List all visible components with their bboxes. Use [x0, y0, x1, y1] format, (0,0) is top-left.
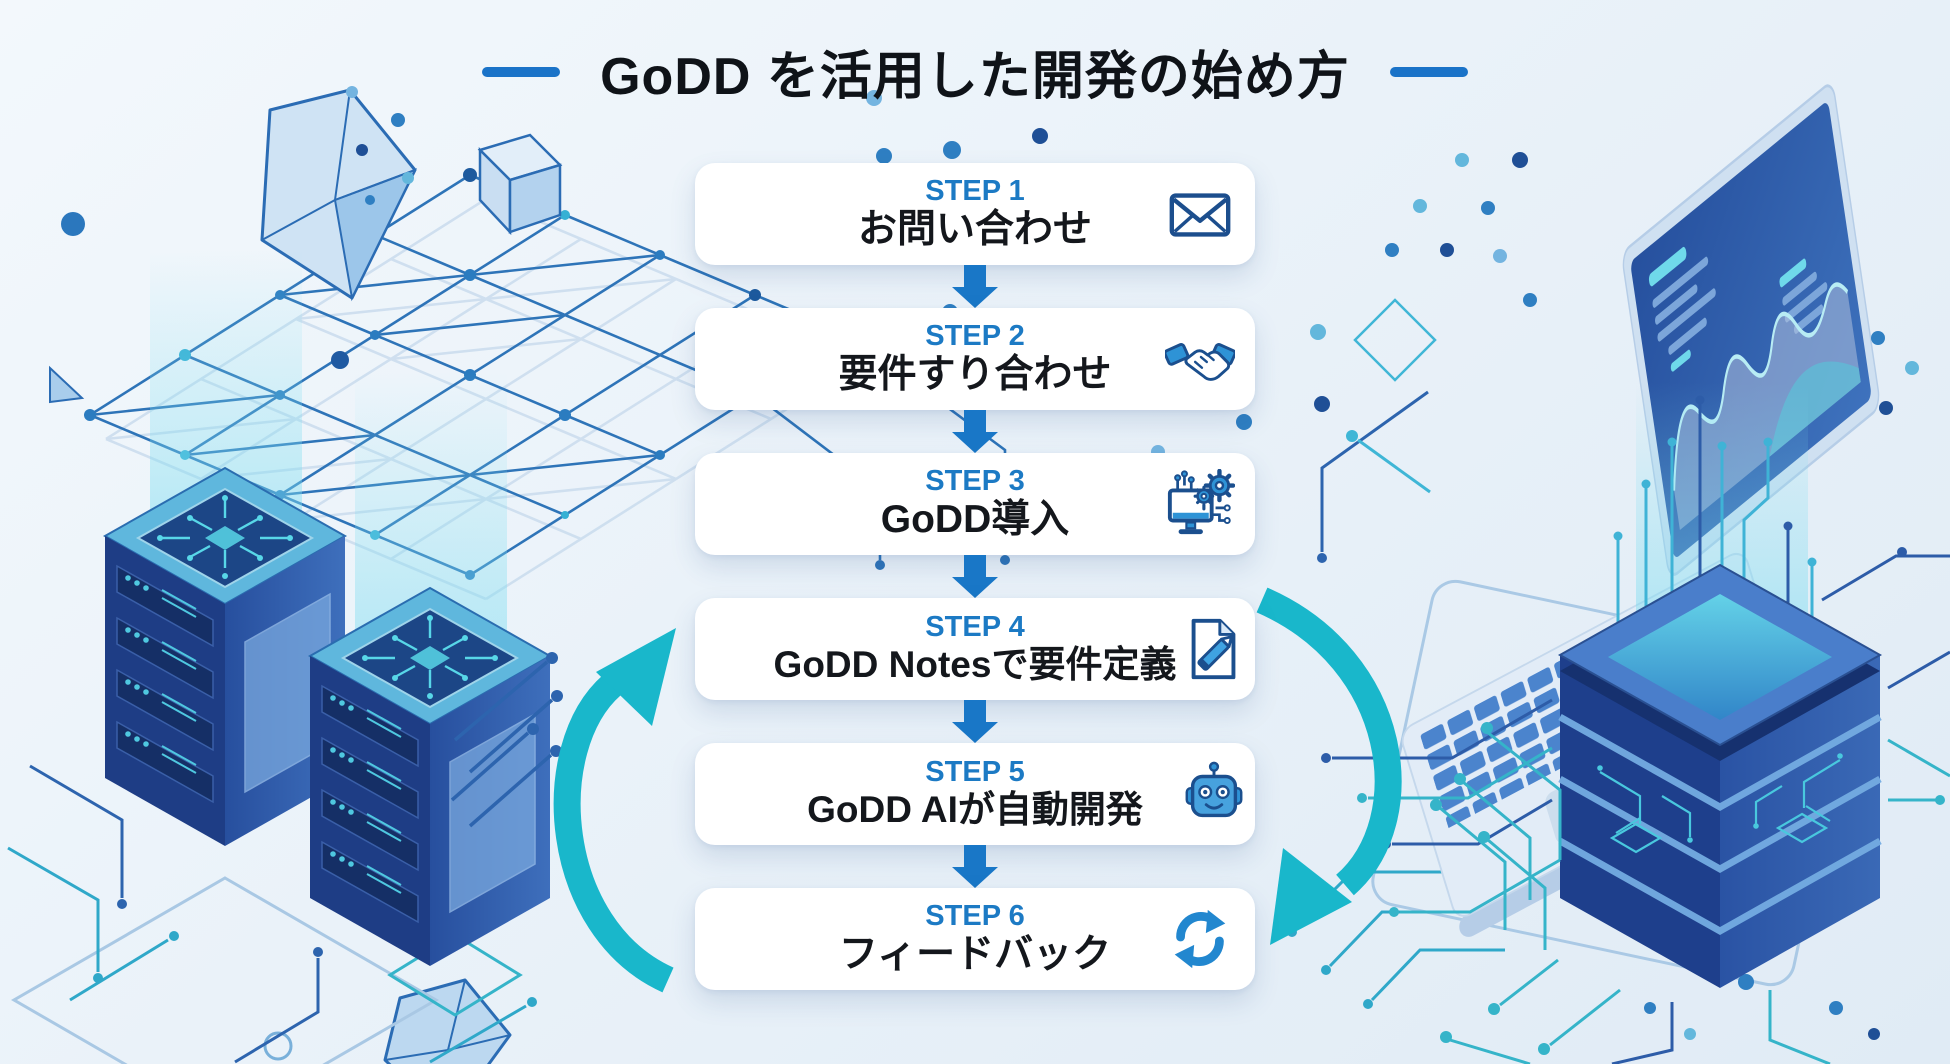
database-stack-illustration [1321, 382, 1950, 1064]
page-title: GoDD を活用した開発の始め方 [600, 48, 1350, 106]
step-card-4: STEP 4 GoDD Notesで要件定義 [695, 598, 1255, 700]
step-card-3: STEP 3 GoDD導入 [695, 453, 1255, 555]
step-title: 要件すり合わせ [838, 353, 1112, 397]
envelope-icon [1165, 179, 1235, 249]
step-label: STEP 6 [925, 899, 1025, 932]
handshake-icon [1163, 324, 1237, 394]
loop-arrowhead-right [1270, 848, 1352, 945]
dot-cluster [1385, 152, 1537, 307]
loop-arrowhead-left [596, 628, 676, 726]
dot-cluster [1871, 331, 1919, 415]
step-label: STEP 4 [925, 610, 1025, 643]
feedback-loop-arrows [553, 587, 1402, 993]
flow-arrow-down [952, 700, 998, 743]
title-row: GoDD を活用した開発の始め方 [0, 34, 1950, 109]
step-label: STEP 2 [925, 319, 1025, 352]
step-card-1: STEP 1 お問い合わせ [695, 163, 1255, 265]
title-dash-left [482, 66, 561, 77]
document-pencil-icon [1179, 614, 1249, 684]
flow-arrow-down [952, 265, 998, 308]
flow-arrow-down [952, 845, 998, 888]
robot-icon [1179, 759, 1249, 829]
step-title: GoDD AIが自動開発 [807, 789, 1143, 831]
step-title: フィードバック [838, 933, 1112, 977]
step-card-2: STEP 2 要件すり合わせ [695, 308, 1255, 410]
step-card-5: STEP 5 GoDD AIが自動開発 [695, 743, 1255, 845]
crystal-gem-large [260, 88, 418, 302]
step-label: STEP 5 [925, 755, 1025, 788]
step-title: GoDD導入 [880, 498, 1070, 542]
loop-arrow-left [553, 674, 674, 993]
flow-arrow-down [952, 555, 998, 598]
dot-cluster [1644, 1001, 1880, 1040]
server-cubes-illustration [7, 250, 563, 1064]
title-dash-right [1389, 66, 1468, 77]
step-flow: STEP 1 お問い合わせ STEP 2 要件すり合わせ STEP 3 GoDD… [695, 163, 1255, 990]
step-label: STEP 1 [925, 174, 1025, 207]
step-title: GoDD Notesで要件定義 [773, 644, 1177, 686]
monitor-gears-icon [1165, 468, 1236, 539]
refresh-icon [1165, 904, 1235, 974]
step-label: STEP 3 [925, 464, 1025, 497]
step-title: お問い合わせ [857, 208, 1092, 252]
dot-cluster [346, 86, 414, 205]
loop-arrow-right [1256, 587, 1402, 896]
crystal-cube-small [477, 133, 563, 236]
flow-arrow-down [952, 410, 998, 453]
step-card-6: STEP 6 フィードバック [695, 888, 1255, 990]
